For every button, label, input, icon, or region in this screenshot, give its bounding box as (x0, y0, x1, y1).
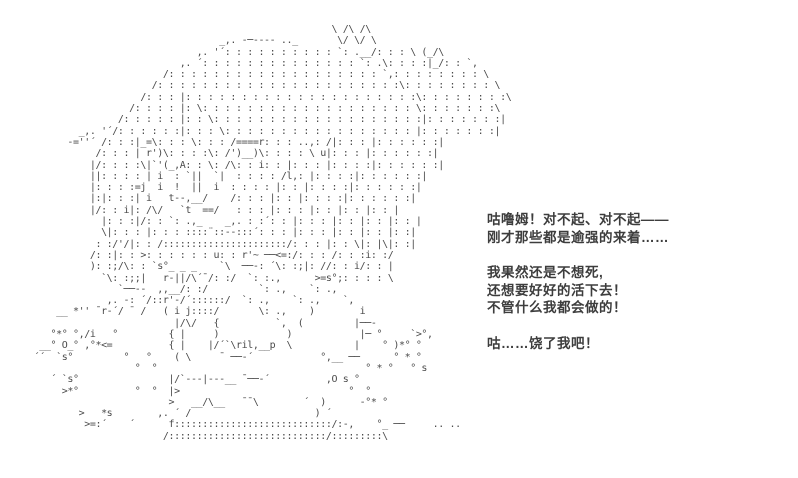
ascii-art: \ /\ /\ _,. -─---- .._ \/ \/ \ ,. '´: : … (33, 24, 512, 442)
dialogue-text: 咕噜姆！对不起、对不起——刚才那些都是逾强的来着…… 我果然还是不想死,还想要好好… (487, 211, 717, 352)
dialogue-paragraph: 咕噜姆！对不起、对不起——刚才那些都是逾强的来着…… (487, 212, 669, 245)
dialogue-paragraph: 咕……饶了我吧！ (487, 335, 599, 351)
dialogue-paragraph: 我果然还是不想死,还想要好好的活下去！不管什么我都会做的！ (487, 265, 627, 315)
